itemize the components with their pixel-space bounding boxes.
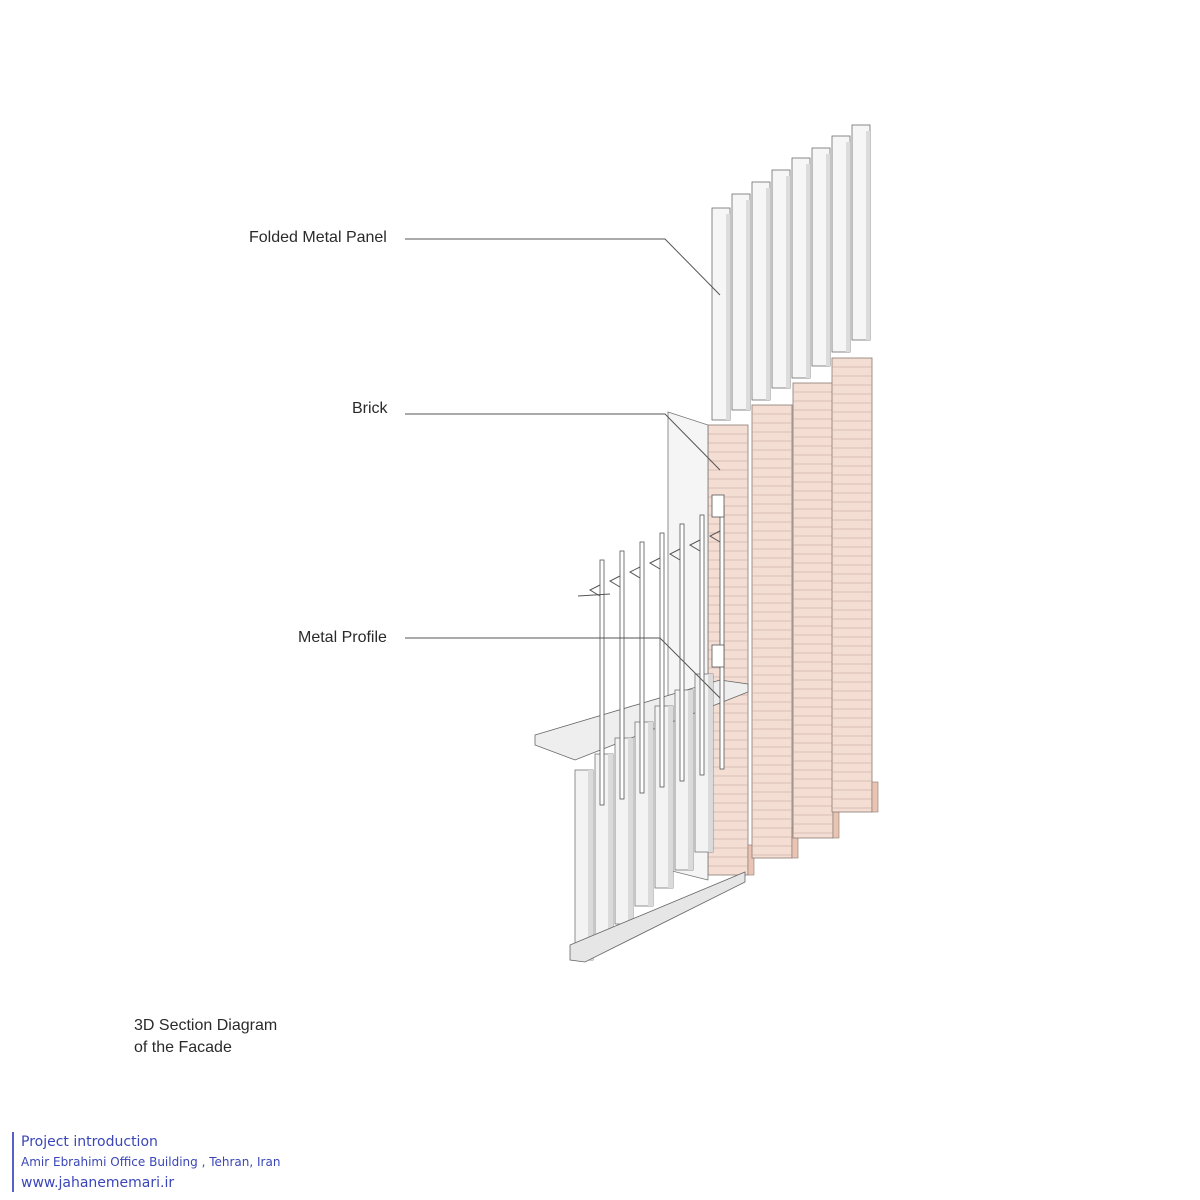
brick-column — [751, 404, 793, 859]
brick-label: Brick — [352, 400, 388, 417]
metal-profile-rod — [699, 514, 705, 776]
lower-metal-fins — [534, 673, 749, 963]
caption-line-1: 3D Section Diagram — [134, 1017, 278, 1034]
profile-arm — [577, 593, 611, 597]
lower-fin-fold — [608, 754, 613, 942]
metal-profile-label: Metal Profile — [298, 629, 387, 646]
folded-metal-panel-label: Folded Metal Panel — [249, 229, 387, 246]
brick-step — [747, 844, 755, 876]
metal-profile-rod — [599, 559, 605, 806]
brick-column — [792, 382, 834, 839]
caption-line-2: of the Facade — [134, 1039, 232, 1056]
brick-step — [871, 781, 879, 813]
brick-column — [831, 357, 873, 813]
diagram-caption: 3D Section Diagram of the Facade — [134, 1015, 277, 1059]
lower-fin-fold — [648, 722, 653, 906]
lower-fin-fold — [628, 738, 633, 924]
leader-line-brick — [405, 413, 721, 471]
metal-profile-rod — [679, 523, 685, 782]
metal-profile-bracket — [688, 539, 701, 552]
lower-fin-fold — [688, 690, 693, 870]
metal-profile-bracket — [588, 584, 601, 597]
brick-step — [832, 807, 840, 839]
metal-panel-fold — [766, 188, 770, 400]
leader-lines — [405, 238, 721, 699]
metal-profiles — [577, 494, 725, 806]
metal-panel-fold — [846, 142, 850, 352]
metal-panel-fold — [866, 131, 870, 340]
base-plate — [569, 871, 746, 963]
metal-panel-fold — [786, 176, 790, 388]
metal-panel-fold — [826, 154, 830, 366]
metal-panel-fold — [726, 214, 730, 420]
metal-profile-rod — [619, 550, 625, 800]
metal-profile-bracket — [648, 557, 661, 570]
metal-profile-rod — [659, 532, 665, 788]
lower-fin-fold — [668, 706, 673, 888]
leader-line-profile — [405, 637, 721, 699]
footer-credit: Project introduction Amir Ebrahimi Offic… — [12, 1132, 280, 1192]
metal-panel-fold — [806, 164, 810, 378]
footer-title: Project introduction — [21, 1134, 158, 1150]
leader-line-panel — [405, 238, 721, 296]
metal-profile-rod — [639, 541, 645, 794]
metal-profile-rod — [719, 505, 725, 770]
metal-profile-bracket — [708, 530, 721, 543]
lower-fin-fold — [588, 770, 593, 960]
profile-clip — [711, 644, 725, 668]
lower-fin-fold — [708, 674, 713, 852]
footer-website: www.jahanememari.ir — [21, 1175, 175, 1191]
metal-panel-fold — [746, 200, 750, 410]
metal-profile-bracket — [628, 566, 641, 579]
profile-clip — [711, 494, 725, 518]
footer-project: Amir Ebrahimi Office Building , Tehran, … — [21, 1155, 281, 1169]
metal-profile-bracket — [608, 575, 621, 588]
brick-wall — [707, 357, 879, 876]
metal-profile-bracket — [668, 548, 681, 561]
